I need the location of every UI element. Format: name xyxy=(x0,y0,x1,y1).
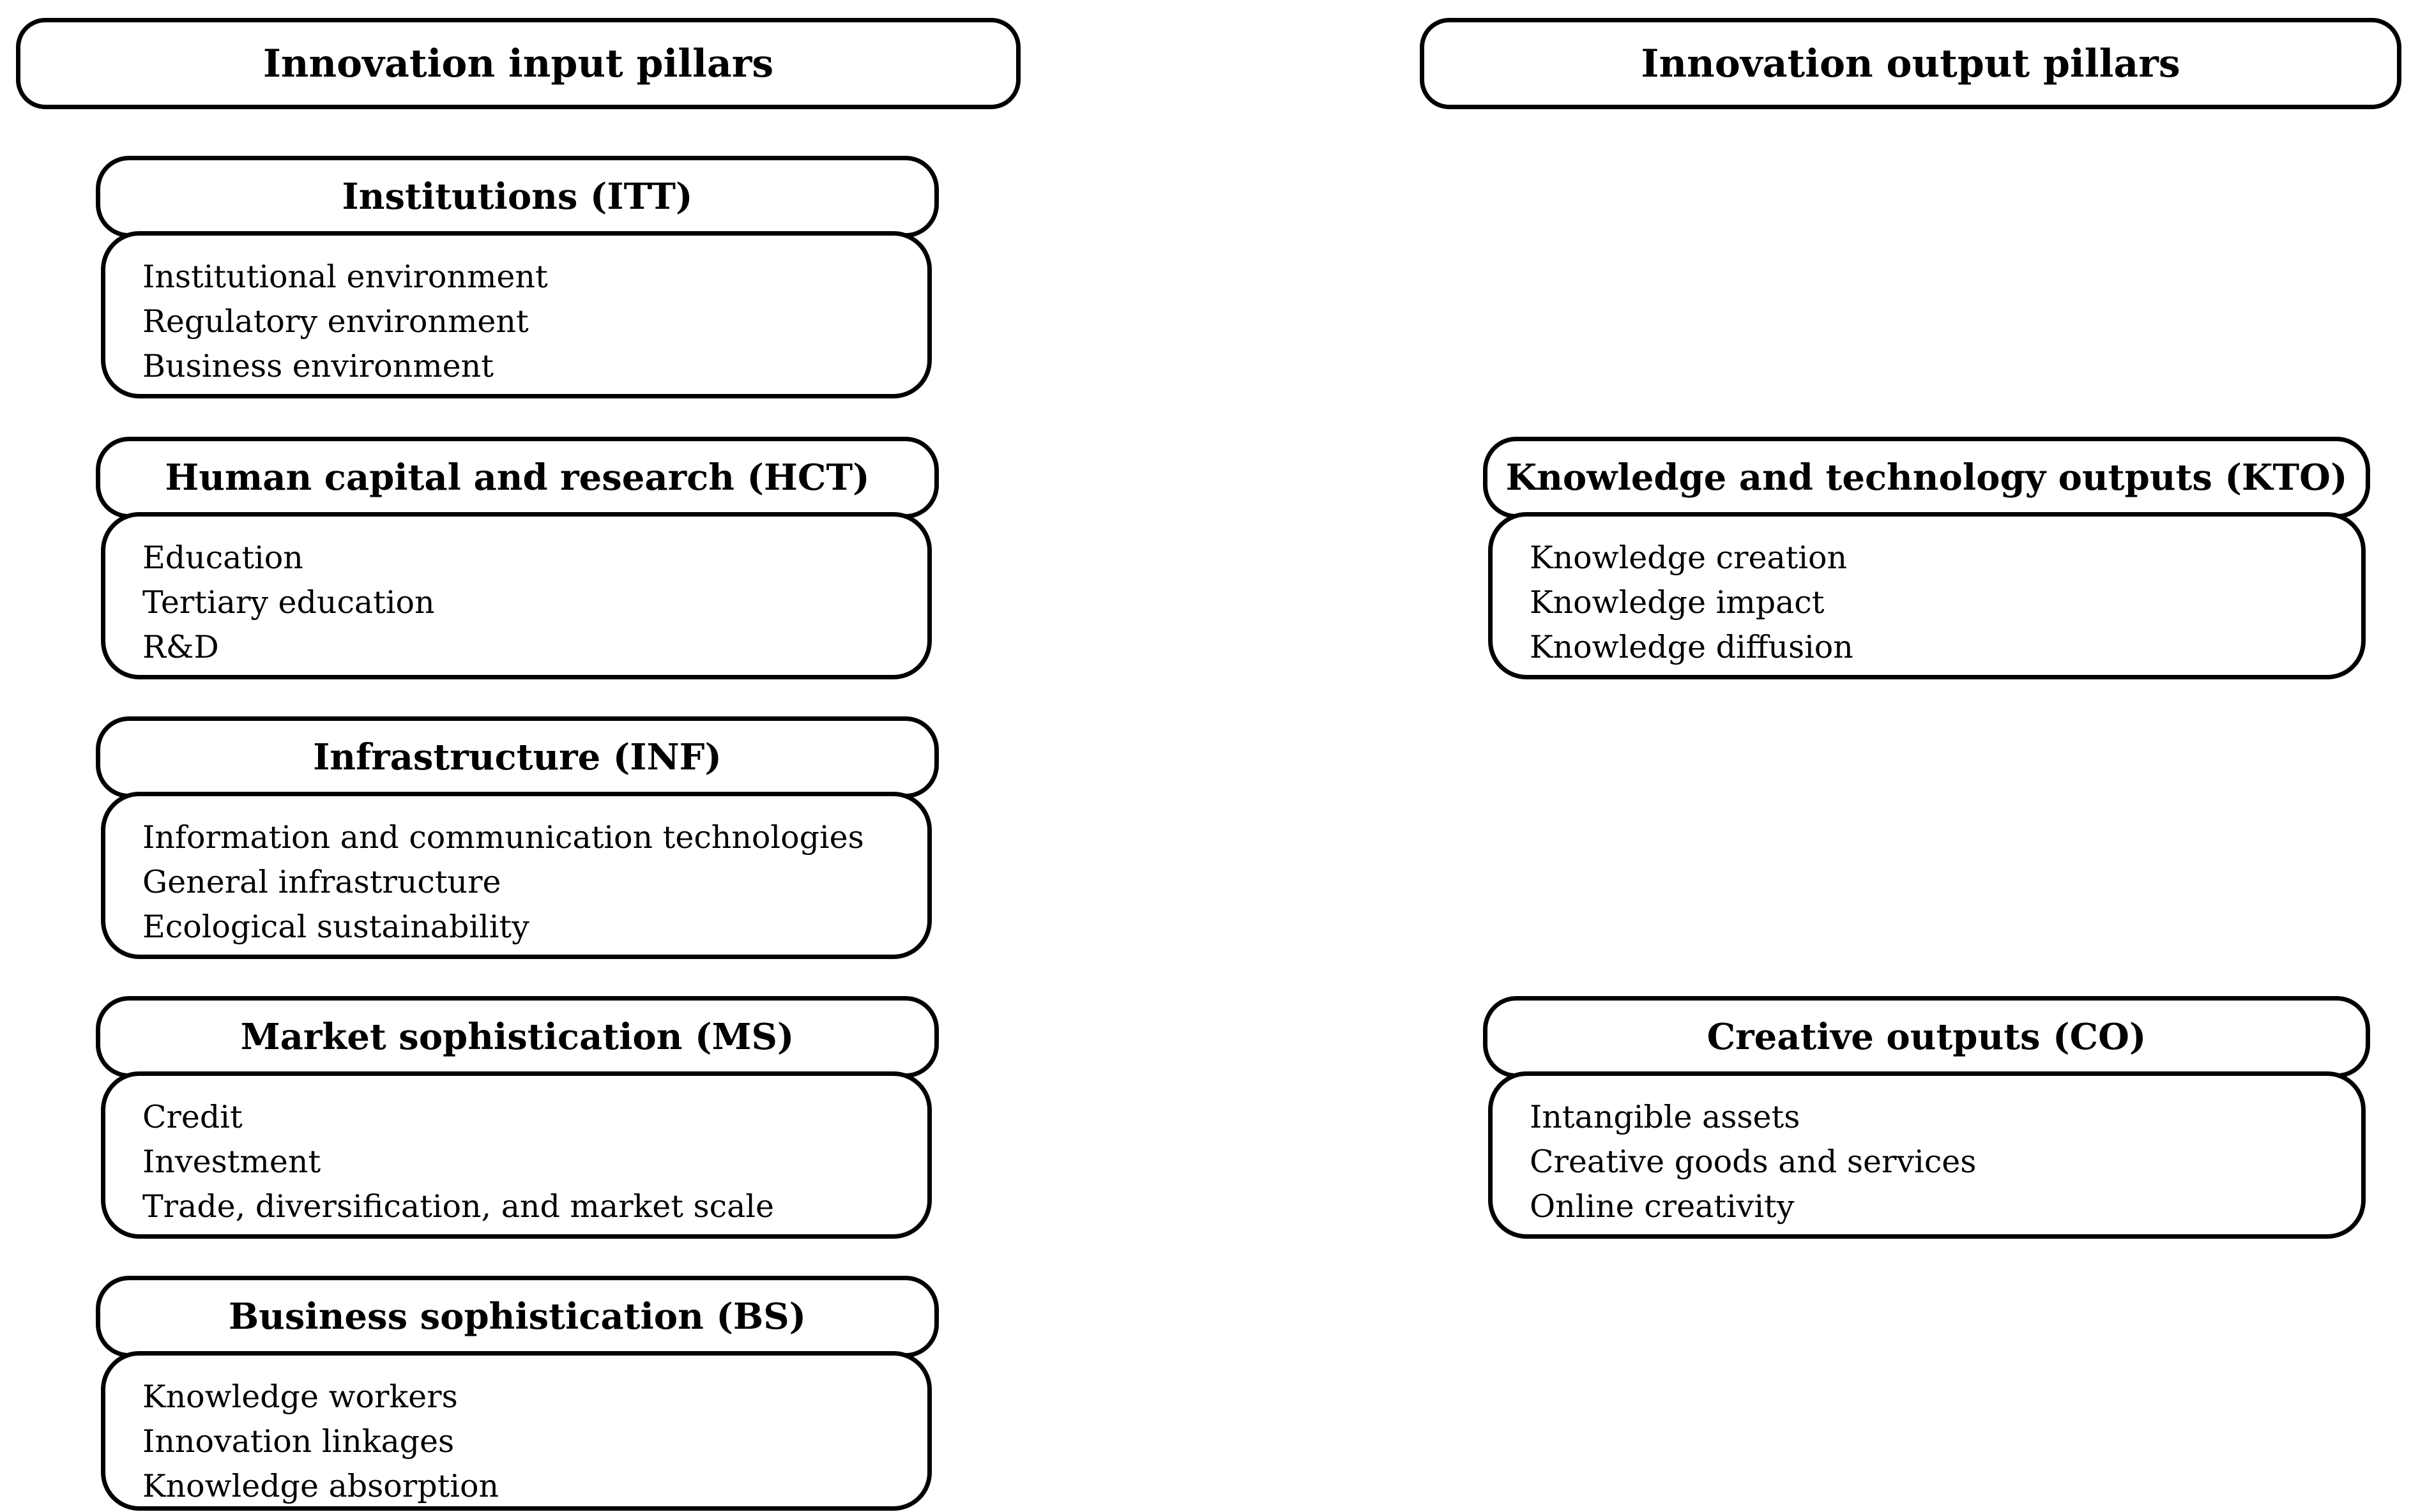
pillar-market-sophistication-items-box: Credit Investment Trade, diversification… xyxy=(101,1071,932,1239)
pillar-item: Knowledge absorption xyxy=(142,1468,499,1504)
pillar-institutions-title-box: Institutions (ITT) xyxy=(96,156,939,238)
pillar-business-sophistication-title-box: Business sophistication (BS) xyxy=(96,1276,939,1357)
pillar-creative-outputs-title-box: Creative outputs (CO) xyxy=(1483,996,2370,1078)
pillar-infrastructure-title-box: Infrastructure (INF) xyxy=(96,716,939,798)
input-pillars-header-label: Innovation input pillars xyxy=(262,41,774,86)
pillar-item: General infrastructure xyxy=(142,864,501,900)
pillar-creative-outputs-items-box: Intangible assets Creative goods and ser… xyxy=(1488,1071,2366,1239)
pillar-infrastructure-title: Infrastructure (INF) xyxy=(313,736,722,778)
pillar-item: Innovation linkages xyxy=(142,1423,455,1460)
pillar-item: Tertiary education xyxy=(142,584,435,621)
pillar-institutions-title: Institutions (ITT) xyxy=(342,176,693,218)
pillar-item: R&D xyxy=(142,629,219,665)
pillar-knowledge-technology-outputs-items-box: Knowledge creation Knowledge impact Know… xyxy=(1488,512,2366,679)
pillar-item: Online creativity xyxy=(1530,1188,1795,1225)
pillar-knowledge-technology-outputs-title-box: Knowledge and technology outputs (KTO) xyxy=(1483,437,2370,518)
pillar-item: Information and communication technologi… xyxy=(142,819,864,856)
pillar-item: Knowledge workers xyxy=(142,1379,458,1415)
pillar-infrastructure-items-box: Information and communication technologi… xyxy=(101,792,932,959)
pillar-item: Institutional environment xyxy=(142,259,548,295)
pillar-item: Intangible assets xyxy=(1530,1099,1800,1135)
pillar-human-capital-title: Human capital and research (HCT) xyxy=(165,457,870,499)
pillar-knowledge-technology-outputs-title: Knowledge and technology outputs (KTO) xyxy=(1505,457,2348,499)
pillar-item: Education xyxy=(142,540,303,576)
pillar-item: Knowledge impact xyxy=(1530,584,1825,621)
pillar-market-sophistication-title-box: Market sophistication (MS) xyxy=(96,996,939,1078)
pillar-creative-outputs-title: Creative outputs (CO) xyxy=(1707,1016,2147,1058)
pillar-item: Ecological sustainability xyxy=(142,909,529,945)
pillar-item: Business environment xyxy=(142,348,494,384)
input-pillars-header-box: Innovation input pillars xyxy=(16,18,1021,109)
output-pillars-header-label: Innovation output pillars xyxy=(1641,41,2180,86)
pillar-business-sophistication-items-box: Knowledge workers Innovation linkages Kn… xyxy=(101,1351,932,1511)
pillar-item: Regulatory environment xyxy=(142,303,529,340)
pillar-human-capital-items-box: Education Tertiary education R&D xyxy=(101,512,932,679)
pillar-item: Knowledge diffusion xyxy=(1530,629,1853,665)
output-pillars-header-box: Innovation output pillars xyxy=(1420,18,2401,109)
pillar-item: Trade, diversification, and market scale xyxy=(142,1188,774,1225)
pillar-item: Creative goods and services xyxy=(1530,1144,1977,1180)
pillar-institutions-items-box: Institutional environment Regulatory env… xyxy=(101,231,932,398)
pillar-business-sophistication-title: Business sophistication (BS) xyxy=(228,1296,807,1338)
pillar-item: Knowledge creation xyxy=(1530,540,1848,576)
pillar-item: Credit xyxy=(142,1099,243,1135)
pillar-human-capital-title-box: Human capital and research (HCT) xyxy=(96,437,939,518)
pillar-item: Investment xyxy=(142,1144,321,1180)
pillar-market-sophistication-title: Market sophistication (MS) xyxy=(240,1016,795,1058)
